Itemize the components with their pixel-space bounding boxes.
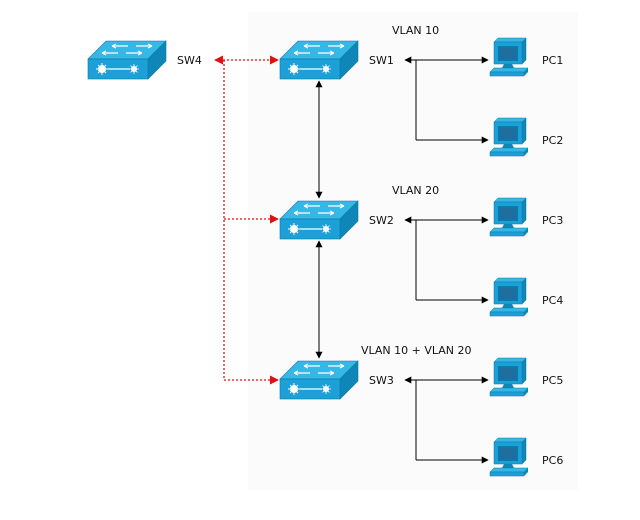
pc-label-pc4: PC4 — [542, 294, 564, 307]
vlan-label-sw3: VLAN 10 + VLAN 20 — [361, 344, 472, 357]
vlan-label-sw2: VLAN 20 — [392, 184, 440, 197]
switch-icon-sw4 — [87, 40, 167, 80]
switch-label-sw4: SW4 — [177, 54, 202, 67]
background-panel — [248, 12, 578, 490]
pc-icon-pc3 — [487, 197, 529, 237]
pc-icon-pc6 — [487, 437, 529, 477]
pc-label-pc6: PC6 — [542, 454, 564, 467]
switch-label-sw2: SW2 — [369, 214, 394, 227]
switch-label-sw3: SW3 — [369, 374, 394, 387]
pc-label-pc1: PC1 — [542, 54, 564, 67]
pc-label-pc2: PC2 — [542, 134, 564, 147]
redundant-links — [214, 55, 279, 385]
pc-icon-pc4 — [487, 277, 529, 317]
pc-label-pc3: PC3 — [542, 214, 564, 227]
pc-label-pc5: PC5 — [542, 374, 564, 387]
access-links — [404, 56, 489, 464]
switch-label-sw1: SW1 — [369, 54, 394, 67]
pc-icon-pc2 — [487, 117, 529, 157]
pc-icon-pc1 — [487, 37, 529, 77]
vlan-label-sw1: VLAN 10 — [392, 24, 440, 37]
pc-icon-pc5 — [487, 357, 529, 397]
